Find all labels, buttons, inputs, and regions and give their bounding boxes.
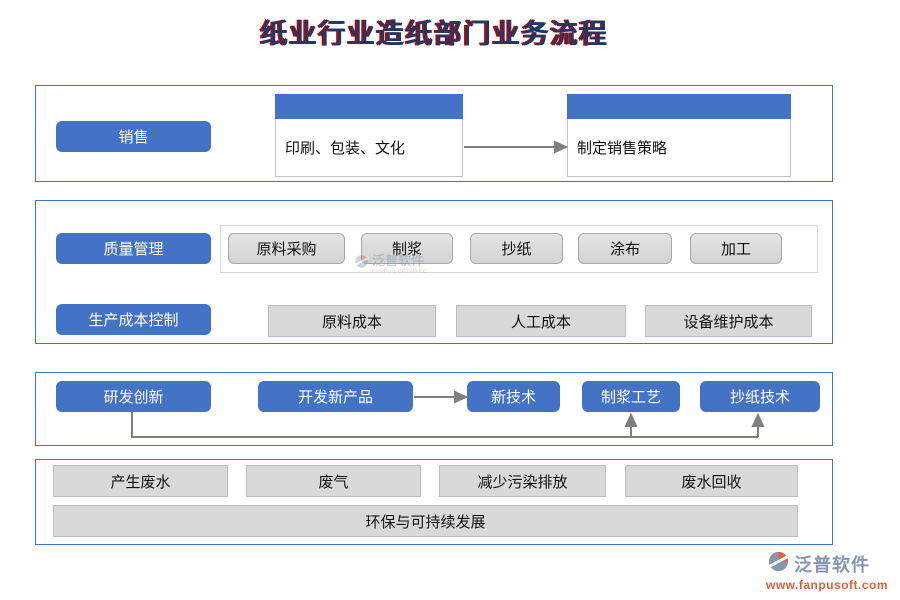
env-wastewater: 产生废水 (53, 465, 228, 497)
brand-lockup: 泛普软件 www.fanpusoft.com (765, 550, 896, 592)
section-quality-cost: 质量管理 原料采购 制浆 抄纸 涂布 加工 泛普软件 FANPU SOFTWAR… (35, 200, 833, 344)
env-exhaust-gas: 废气 (246, 465, 421, 497)
new-technology-node: 新技术 (467, 381, 560, 412)
strategy-card: 制定销售策略 (567, 94, 791, 177)
rnd-innovation-node: 研发创新 (56, 381, 211, 412)
watermark-brand: 泛普软件 (372, 253, 425, 268)
env-wastewater-recycling: 废水回收 (625, 465, 798, 497)
section-rnd: 研发创新 开发新产品 新技术 制浆工艺 抄纸技术 (35, 372, 833, 446)
step-pulping: 制浆 (361, 233, 453, 264)
pulping-process-node: 制浆工艺 (582, 381, 680, 412)
cost-raw-material: 原料成本 (268, 305, 436, 337)
cost-control-node: 生产成本控制 (56, 304, 211, 335)
quality-node: 质量管理 (56, 233, 211, 264)
watermark-subtext: FANPU SOFTWARE (372, 268, 427, 274)
section-environment: 产生废水 废气 减少污染排放 废水回收 环保与可持续发展 (35, 459, 833, 545)
market-card-header (275, 94, 463, 119)
develop-new-product-node: 开发新产品 (258, 381, 413, 412)
watermark-logo-icon (352, 254, 371, 274)
step-raw-material-purchase: 原料采购 (228, 233, 345, 264)
watermark: 泛普软件 FANPU SOFTWARE (352, 253, 460, 277)
sales-node: 销售 (56, 121, 211, 152)
brand-url: www.fanpusoft.com (766, 578, 889, 592)
process-steps-box (220, 225, 818, 273)
papermaking-technology-node: 抄纸技术 (700, 381, 820, 412)
market-card: 印刷、包装、文化 (275, 94, 463, 177)
brand-logo-icon (765, 550, 792, 578)
cost-equipment-maintenance: 设备维护成本 (645, 305, 812, 337)
step-papermaking: 抄纸 (470, 233, 563, 264)
step-processing: 加工 (690, 233, 782, 264)
step-coating: 涂布 (578, 233, 672, 264)
market-card-label: 印刷、包装、文化 (275, 119, 463, 177)
strategy-card-label: 制定销售策略 (567, 119, 791, 177)
section-sales: 销售 印刷、包装、文化 制定销售策略 (35, 85, 833, 182)
brand-name: 泛普软件 (794, 555, 870, 575)
env-reduce-pollution: 减少污染排放 (439, 465, 606, 497)
env-sustainability-bar: 环保与可持续发展 (53, 505, 798, 537)
strategy-card-header (567, 94, 791, 119)
page-title: 纸业行业造纸部门业务流程 (261, 19, 609, 50)
cost-labor: 人工成本 (456, 305, 626, 337)
